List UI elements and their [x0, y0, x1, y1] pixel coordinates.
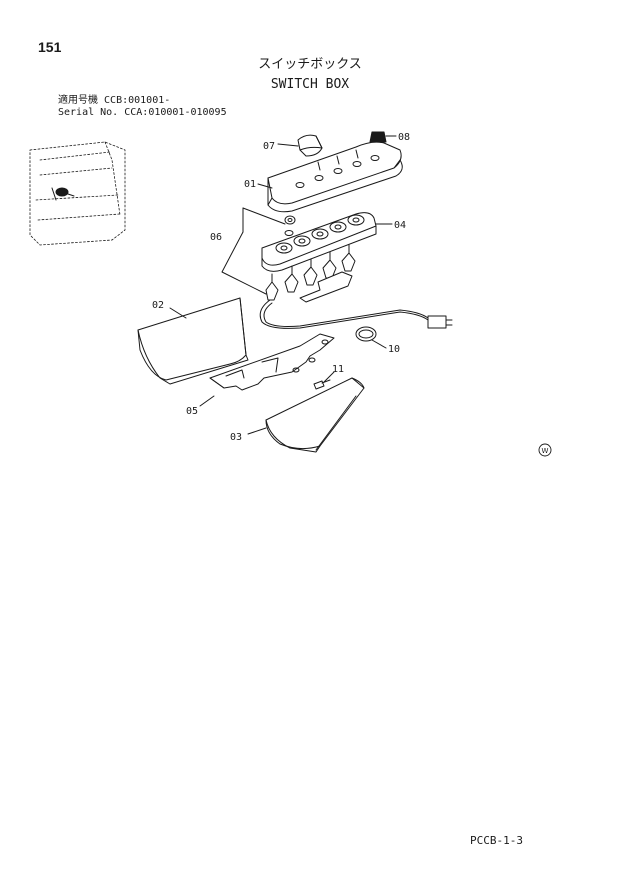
- circled-mark-letter: W: [542, 447, 549, 455]
- bracket-plate-part-05: [209, 333, 335, 391]
- knob-part-07: [297, 134, 323, 157]
- title-english: SWITCH BOX: [270, 77, 350, 92]
- serial-label-2: Serial No.: [58, 107, 119, 118]
- callout-02: 02: [152, 300, 164, 311]
- cover-part-01: [267, 141, 403, 213]
- serial-line-2: Serial No. CCA:010001-010095: [58, 108, 227, 118]
- callout-03: 03: [230, 432, 242, 443]
- lower-cover-part-03: [265, 377, 365, 453]
- callout-11: 11: [332, 364, 344, 375]
- nut-part: [284, 215, 296, 236]
- title-japanese: スイッチボックス: [258, 57, 362, 72]
- callout-05: 05: [186, 406, 198, 417]
- callout-07: 07: [263, 141, 275, 152]
- serial-line-1: 適用号機 CCB:001001-: [58, 96, 170, 106]
- callout-06: 06: [210, 232, 222, 243]
- callout-10: 10: [388, 344, 400, 355]
- bolt-part-11: [313, 379, 331, 390]
- wire-harness-part-10: [259, 299, 453, 342]
- callout-01: 01: [244, 179, 256, 190]
- serial-value-1: CCB:001001-: [104, 95, 171, 106]
- panel-plate-part-04: [261, 212, 377, 272]
- serial-value-2: CCA:010001-010095: [124, 107, 227, 118]
- circled-mark: W: [538, 443, 552, 457]
- callout-08: 08: [398, 132, 410, 143]
- callout-04: 04: [394, 220, 406, 231]
- page-number: 151: [38, 39, 62, 55]
- switches-part-06: [265, 244, 356, 303]
- footer-page-code: PCCB-1-3: [470, 834, 523, 847]
- lower-cover-part-02: [137, 297, 249, 385]
- serial-label-1: 適用号機: [58, 95, 98, 106]
- machine-location-thumbnail: [29, 141, 126, 246]
- location-marker-icon: [51, 187, 75, 201]
